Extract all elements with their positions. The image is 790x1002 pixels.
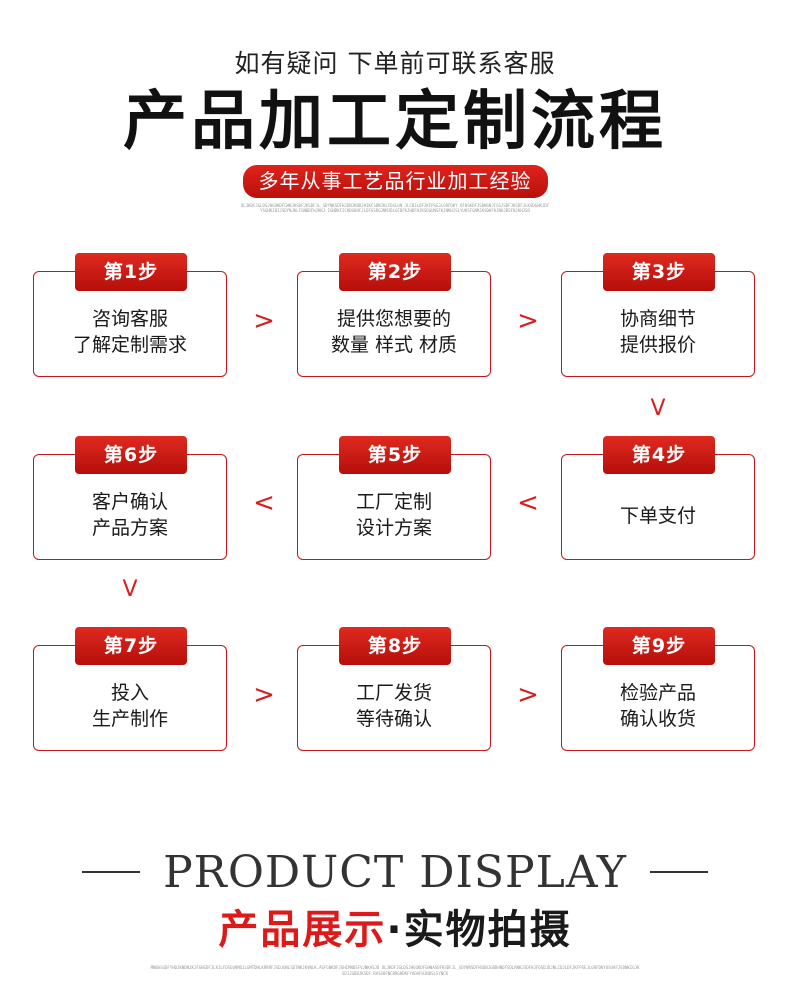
display-cn-dot: · — [386, 907, 404, 953]
step-card-3: 第3步 协商细节 提供报价 — [561, 253, 755, 377]
step-1-line-2: 了解定制需求 — [72, 334, 187, 356]
step-card-9: 第9步 检验产品 确认收货 — [561, 627, 755, 751]
step-badge-4: 第4步 — [603, 436, 715, 474]
arrow-right-icon: > — [253, 680, 275, 710]
arrow-right-icon: > — [517, 680, 539, 710]
product-display-title: PRODUCT DISPLAY — [163, 847, 627, 898]
step-text-3: 协商细节 提供报价 — [562, 306, 754, 358]
tagline-wrap: 多年从事工艺品行业加工经验 — [0, 165, 790, 198]
display-cn-dark: 实物拍摄 — [403, 907, 572, 953]
step-card-2: 第2步 提供您想要的 数量 样式 材质 — [297, 253, 491, 377]
arrow-left-icon: < — [253, 488, 275, 518]
step-text-1: 咨询客服 了解定制需求 — [34, 306, 226, 358]
step-8-line-1: 工厂发货 — [355, 682, 432, 704]
page-title: 产品加工定制流程 — [123, 85, 667, 159]
arrow-right-icon: > — [253, 306, 275, 336]
step-text-4: 下单支付 — [562, 503, 754, 529]
step-card-5: 第5步 工厂定制 设计方案 — [297, 436, 491, 560]
step-6-line-1: 客户确认 — [91, 491, 168, 513]
header-subtitle: 如有疑问 下单前可联系客服 — [234, 49, 556, 78]
step-3-line-1: 协商细节 — [619, 308, 696, 330]
step-card-7: 第7步 投入 生产制作 — [33, 627, 227, 751]
step-8-line-2: 等待确认 — [355, 708, 432, 730]
step-badge-9: 第9步 — [603, 627, 715, 665]
arrow-left-icon: < — [517, 488, 539, 518]
step-badge-2: 第2步 — [339, 253, 451, 291]
footer-fine-print: MNBASGDFYHDJKNDNJKJFGHSDFJLKJLFDSGUKMDJL… — [150, 965, 640, 976]
step-badge-8: 第8步 — [339, 627, 451, 665]
header-fine-print: OLJKDFJGLDSJHGOKDFGHNJKSDFJKSDFJL_SDYNKS… — [240, 203, 550, 213]
step-3-line-2: 提供报价 — [619, 334, 696, 356]
step-text-7: 投入 生产制作 — [34, 680, 226, 732]
tagline-badge: 多年从事工艺品行业加工经验 — [242, 165, 548, 198]
display-cn-red: 产品展示 — [218, 907, 387, 953]
step-2-line-2: 数量 样式 材质 — [330, 334, 458, 356]
step-badge-5: 第5步 — [339, 436, 451, 474]
step-7-line-1: 投入 — [110, 682, 149, 704]
arrow-down-icon: V — [122, 577, 138, 602]
step-1-line-1: 咨询客服 — [91, 308, 168, 330]
step-text-9: 检验产品 确认收货 — [562, 680, 754, 732]
product-display-subtitle: 产品展示·实物拍摄 — [0, 902, 790, 958]
step-card-6: 第6步 客户确认 产品方案 — [33, 436, 227, 560]
arrow-right-icon: > — [517, 306, 539, 336]
step-6-line-2: 产品方案 — [91, 517, 168, 539]
step-9-line-2: 确认收货 — [619, 708, 696, 730]
step-badge-1: 第1步 — [75, 253, 187, 291]
display-divider-right — [650, 871, 708, 873]
step-text-2: 提供您想要的 数量 样式 材质 — [298, 306, 490, 358]
step-5-line-2: 设计方案 — [355, 517, 432, 539]
step-text-8: 工厂发货 等待确认 — [298, 680, 490, 732]
step-2-line-1: 提供您想要的 — [336, 308, 451, 330]
step-badge-6: 第6步 — [75, 436, 187, 474]
arrow-down-icon: V — [650, 396, 666, 421]
step-5-line-1: 工厂定制 — [355, 491, 432, 513]
step-badge-3: 第3步 — [603, 253, 715, 291]
step-card-1: 第1步 咨询客服 了解定制需求 — [33, 253, 227, 377]
step-text-5: 工厂定制 设计方案 — [298, 489, 490, 541]
step-card-8: 第8步 工厂发货 等待确认 — [297, 627, 491, 751]
step-badge-7: 第7步 — [75, 627, 187, 665]
step-9-line-1: 检验产品 — [619, 682, 696, 704]
step-7-line-2: 生产制作 — [91, 708, 168, 730]
step-4-line-1: 下单支付 — [619, 505, 696, 527]
display-divider-left — [82, 871, 140, 873]
step-card-4: 第4步 下单支付 — [561, 436, 755, 560]
step-text-6: 客户确认 产品方案 — [34, 489, 226, 541]
